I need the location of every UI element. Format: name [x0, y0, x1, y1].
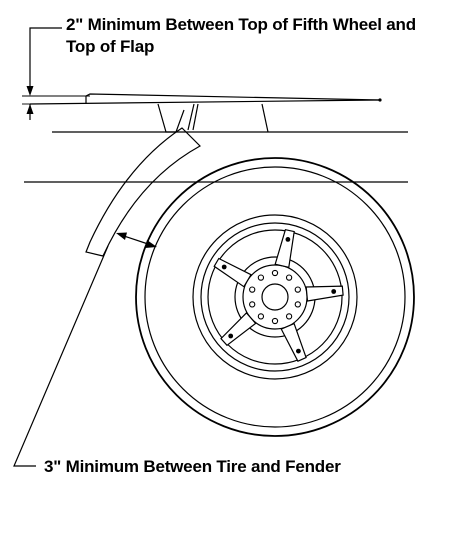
- fifth-wheel-arrow-down: [26, 86, 34, 96]
- lug-nut: [271, 269, 279, 277]
- lug-nut: [249, 286, 256, 293]
- wheel-rim: [200, 222, 350, 372]
- spoke-clamp-bolt: [228, 333, 234, 339]
- lug-nut: [285, 313, 293, 320]
- lug-nut: [257, 313, 265, 320]
- wheel-spoke: [213, 257, 252, 288]
- fifth-wheel-right-bracket: [261, 103, 269, 133]
- hub-center: [261, 283, 289, 311]
- lug-nut: [257, 274, 265, 281]
- tire-outer-edge: [135, 157, 415, 437]
- flap-arrow-up: [26, 104, 34, 114]
- lug-nut: [294, 286, 301, 293]
- fifth-wheel-mount-post: [187, 103, 195, 131]
- lug-nut: [249, 301, 256, 308]
- fifth-wheel-clearance-text-line2: Top of Flap: [66, 37, 154, 56]
- wheel-spokes: [213, 228, 344, 362]
- rim-outer: [200, 222, 350, 372]
- tire-fender-clearance-callout: 3" Minimum Between Tire and Fender: [13, 245, 341, 476]
- lug-nut: [271, 317, 279, 325]
- gap-arrow-to-fender: [116, 232, 127, 240]
- spoke-clamp-bolt: [331, 289, 337, 294]
- tire-bead: [192, 214, 358, 380]
- tire-fender-gap-dimension: [116, 232, 157, 248]
- gap-dimension-line: [123, 235, 149, 245]
- fifth-wheel-plate: [29, 93, 382, 133]
- fifth-wheel-mount-post-inner: [192, 103, 199, 131]
- fender: [85, 127, 201, 257]
- tire-sidewall: [144, 166, 406, 428]
- spoke-clamp-bolt: [221, 264, 227, 270]
- tire: [135, 157, 415, 437]
- spoke-clamp-bolt: [296, 348, 301, 354]
- lug-nut: [285, 274, 293, 281]
- fifth-wheel-leader-line: [29, 27, 62, 88]
- rim-inner: [207, 229, 343, 365]
- fifth-wheel-plate-tip: [378, 98, 382, 102]
- fifth-wheel-left-bracket: [157, 103, 185, 133]
- fifth-wheel-bottom-surface: [29, 99, 381, 105]
- lug-nut: [294, 301, 301, 308]
- wheel-spoke: [280, 322, 307, 362]
- lug-nuts: [249, 269, 301, 325]
- fifth-wheel-clearance-callout: 2" Minimum Between Top of Fifth Wheel an…: [22, 15, 416, 120]
- fifth-wheel-clearance-text-line1: 2" Minimum Between Top of Fifth Wheel an…: [66, 15, 416, 34]
- tire-fender-leader-line: [13, 245, 109, 467]
- wheel-spoke: [274, 228, 295, 269]
- wheel-spoke: [305, 285, 344, 302]
- gap-arrow-to-tire: [145, 240, 157, 248]
- tire-fender-clearance-text: 3" Minimum Between Tire and Fender: [44, 457, 341, 476]
- spoke-clamp-bolt: [285, 237, 291, 242]
- fifth-wheel-top-surface: [85, 93, 381, 104]
